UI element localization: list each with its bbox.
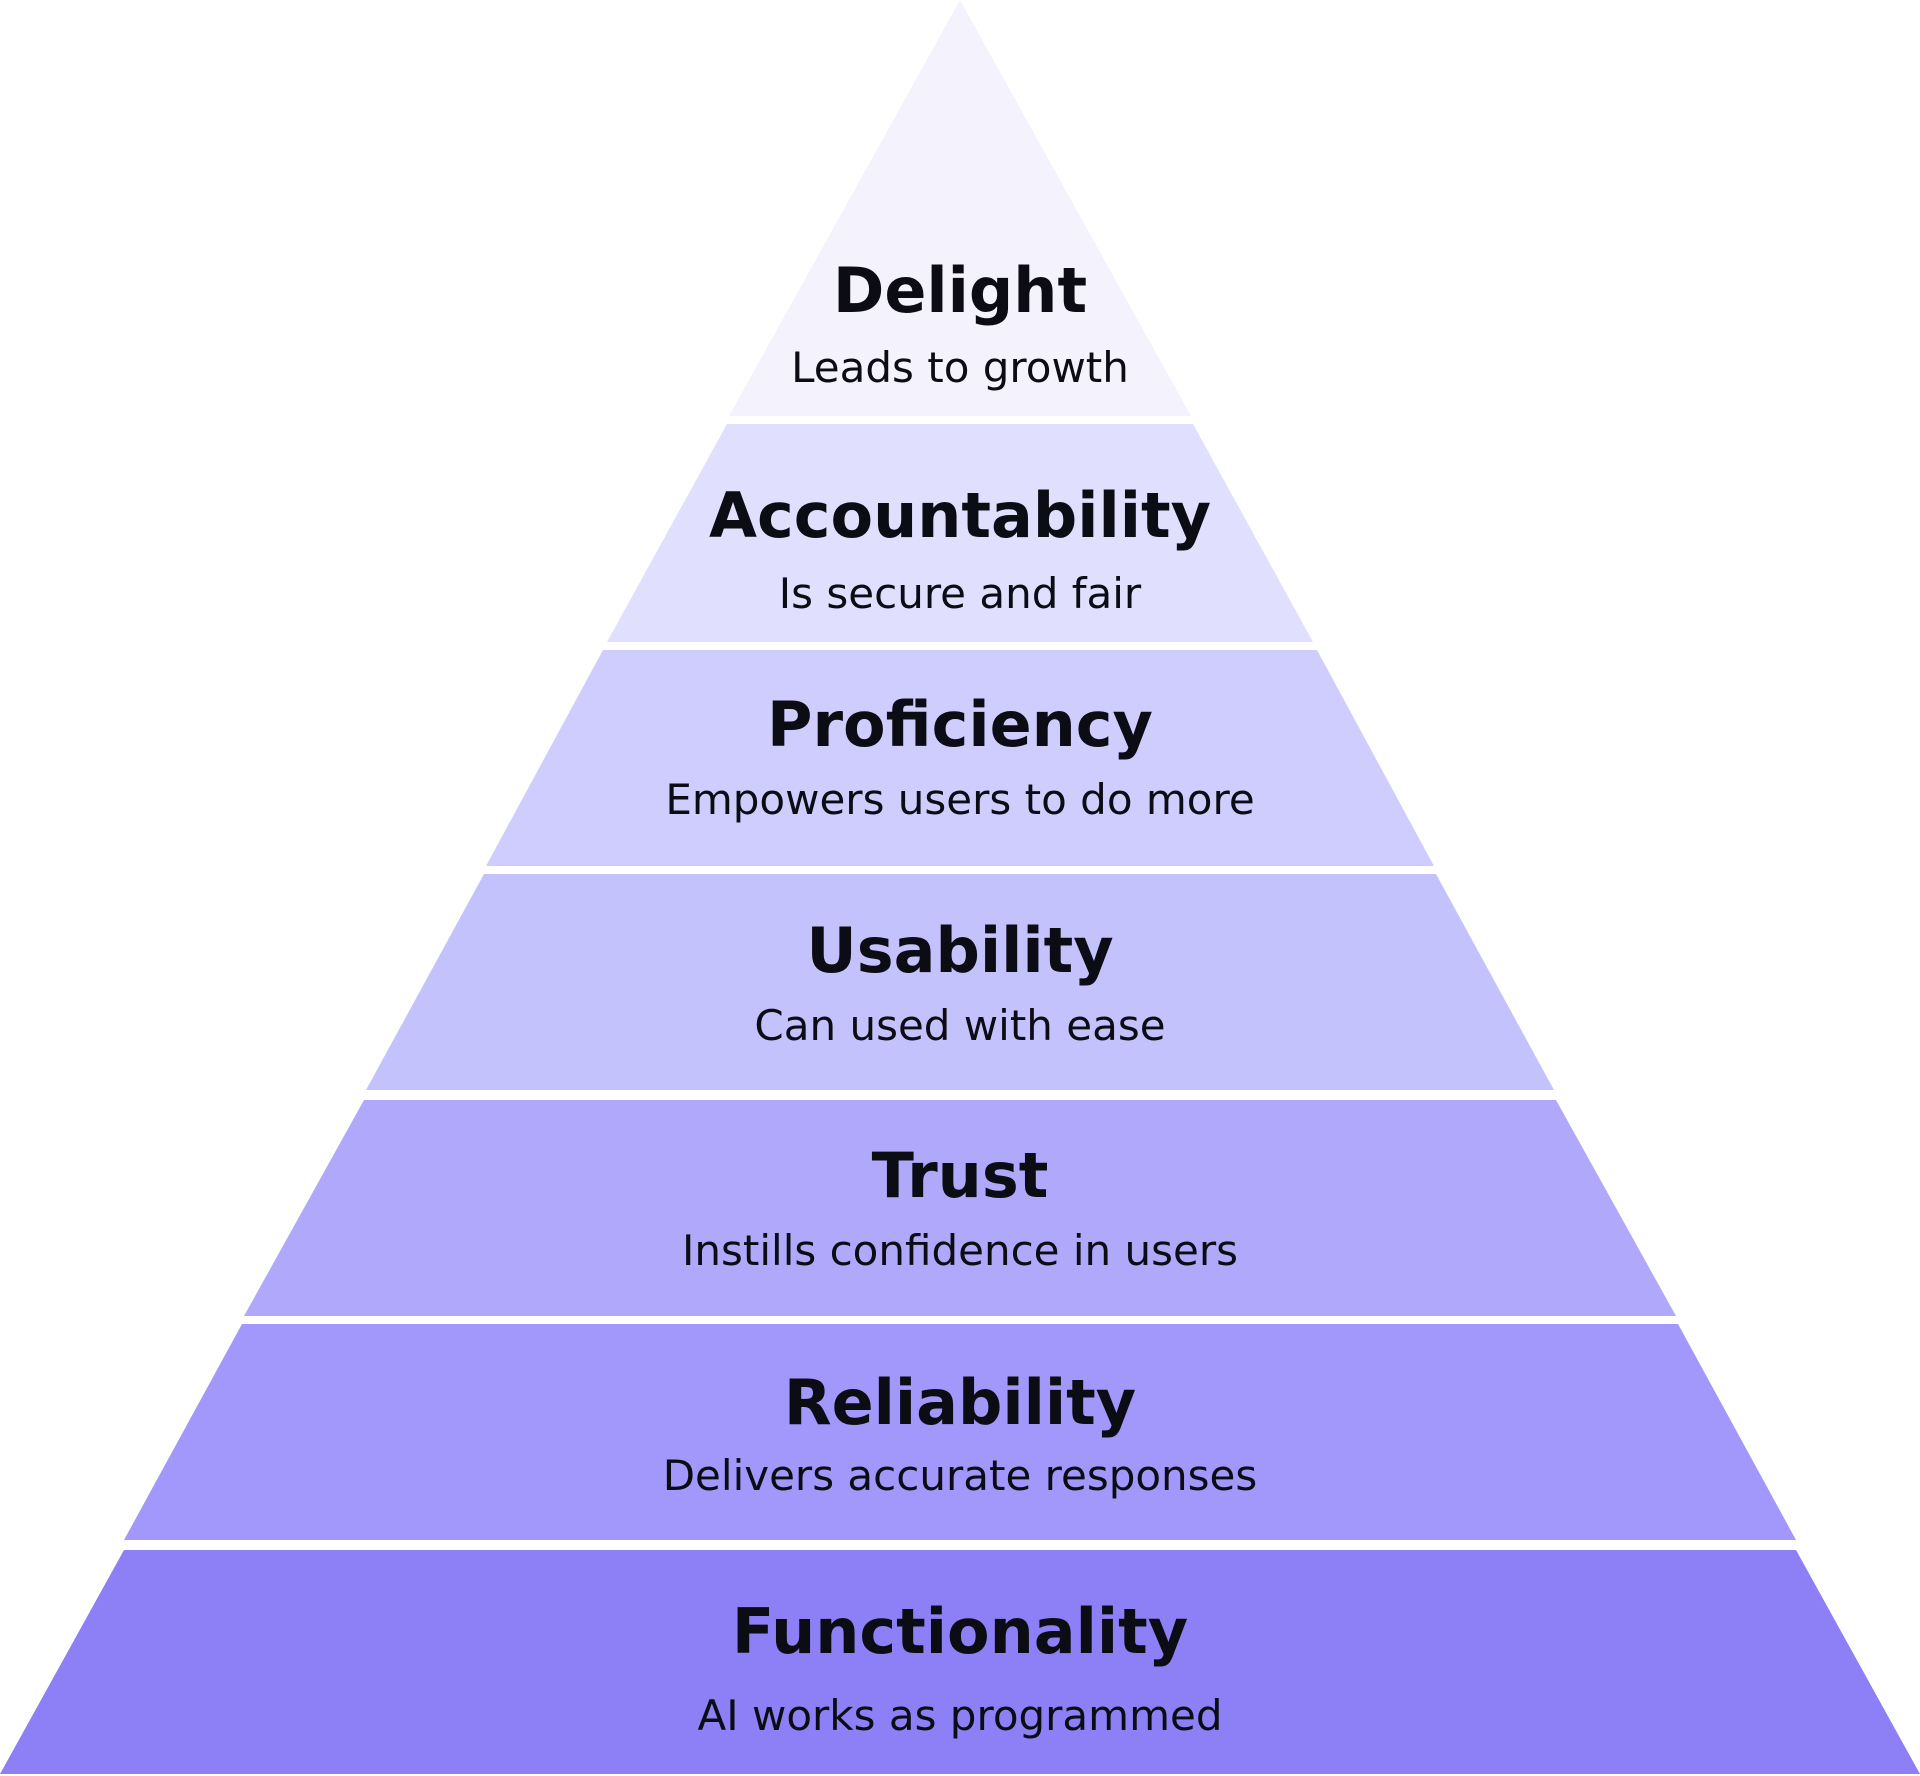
tier-accountability-subtitle: Is secure and fair (779, 569, 1142, 618)
tier-trust-title: Trust (872, 1139, 1049, 1212)
tier-reliability-shape (124, 1324, 1796, 1540)
tier-accountability: Accountability Is secure and fair (607, 424, 1313, 642)
tier-functionality-shape (0, 1550, 1920, 1774)
tier-accountability-title: Accountability (709, 479, 1211, 552)
tier-proficiency-subtitle: Empowers users to do more (665, 775, 1254, 824)
tier-usability-title: Usability (806, 914, 1113, 987)
tier-usability: Usability Can used with ease (366, 874, 1554, 1090)
tier-delight-subtitle: Leads to growth (791, 343, 1129, 392)
tier-reliability-subtitle: Delivers accurate responses (663, 1451, 1258, 1500)
tier-functionality-subtitle: AI works as programmed (698, 1691, 1223, 1740)
tier-proficiency-title: Proficiency (767, 688, 1153, 761)
tier-reliability: Reliability Delivers accurate responses (124, 1324, 1796, 1540)
tier-trust-shape (244, 1100, 1676, 1316)
tier-proficiency-shape (486, 650, 1434, 866)
tier-delight: Delight Leads to growth (729, 0, 1191, 416)
tier-functionality: Functionality AI works as programmed (0, 1550, 1920, 1774)
tier-delight-title: Delight (833, 254, 1087, 327)
tier-reliability-title: Reliability (784, 1366, 1136, 1439)
tier-usability-subtitle: Can used with ease (754, 1001, 1165, 1050)
tier-accountability-shape (607, 424, 1313, 642)
tier-delight-shape (729, 0, 1191, 416)
tier-trust: Trust Instills confidence in users (244, 1100, 1676, 1316)
tier-trust-subtitle: Instills confidence in users (682, 1226, 1238, 1275)
tier-usability-shape (366, 874, 1554, 1090)
tier-proficiency: Proficiency Empowers users to do more (486, 650, 1434, 866)
tier-functionality-title: Functionality (732, 1595, 1188, 1668)
